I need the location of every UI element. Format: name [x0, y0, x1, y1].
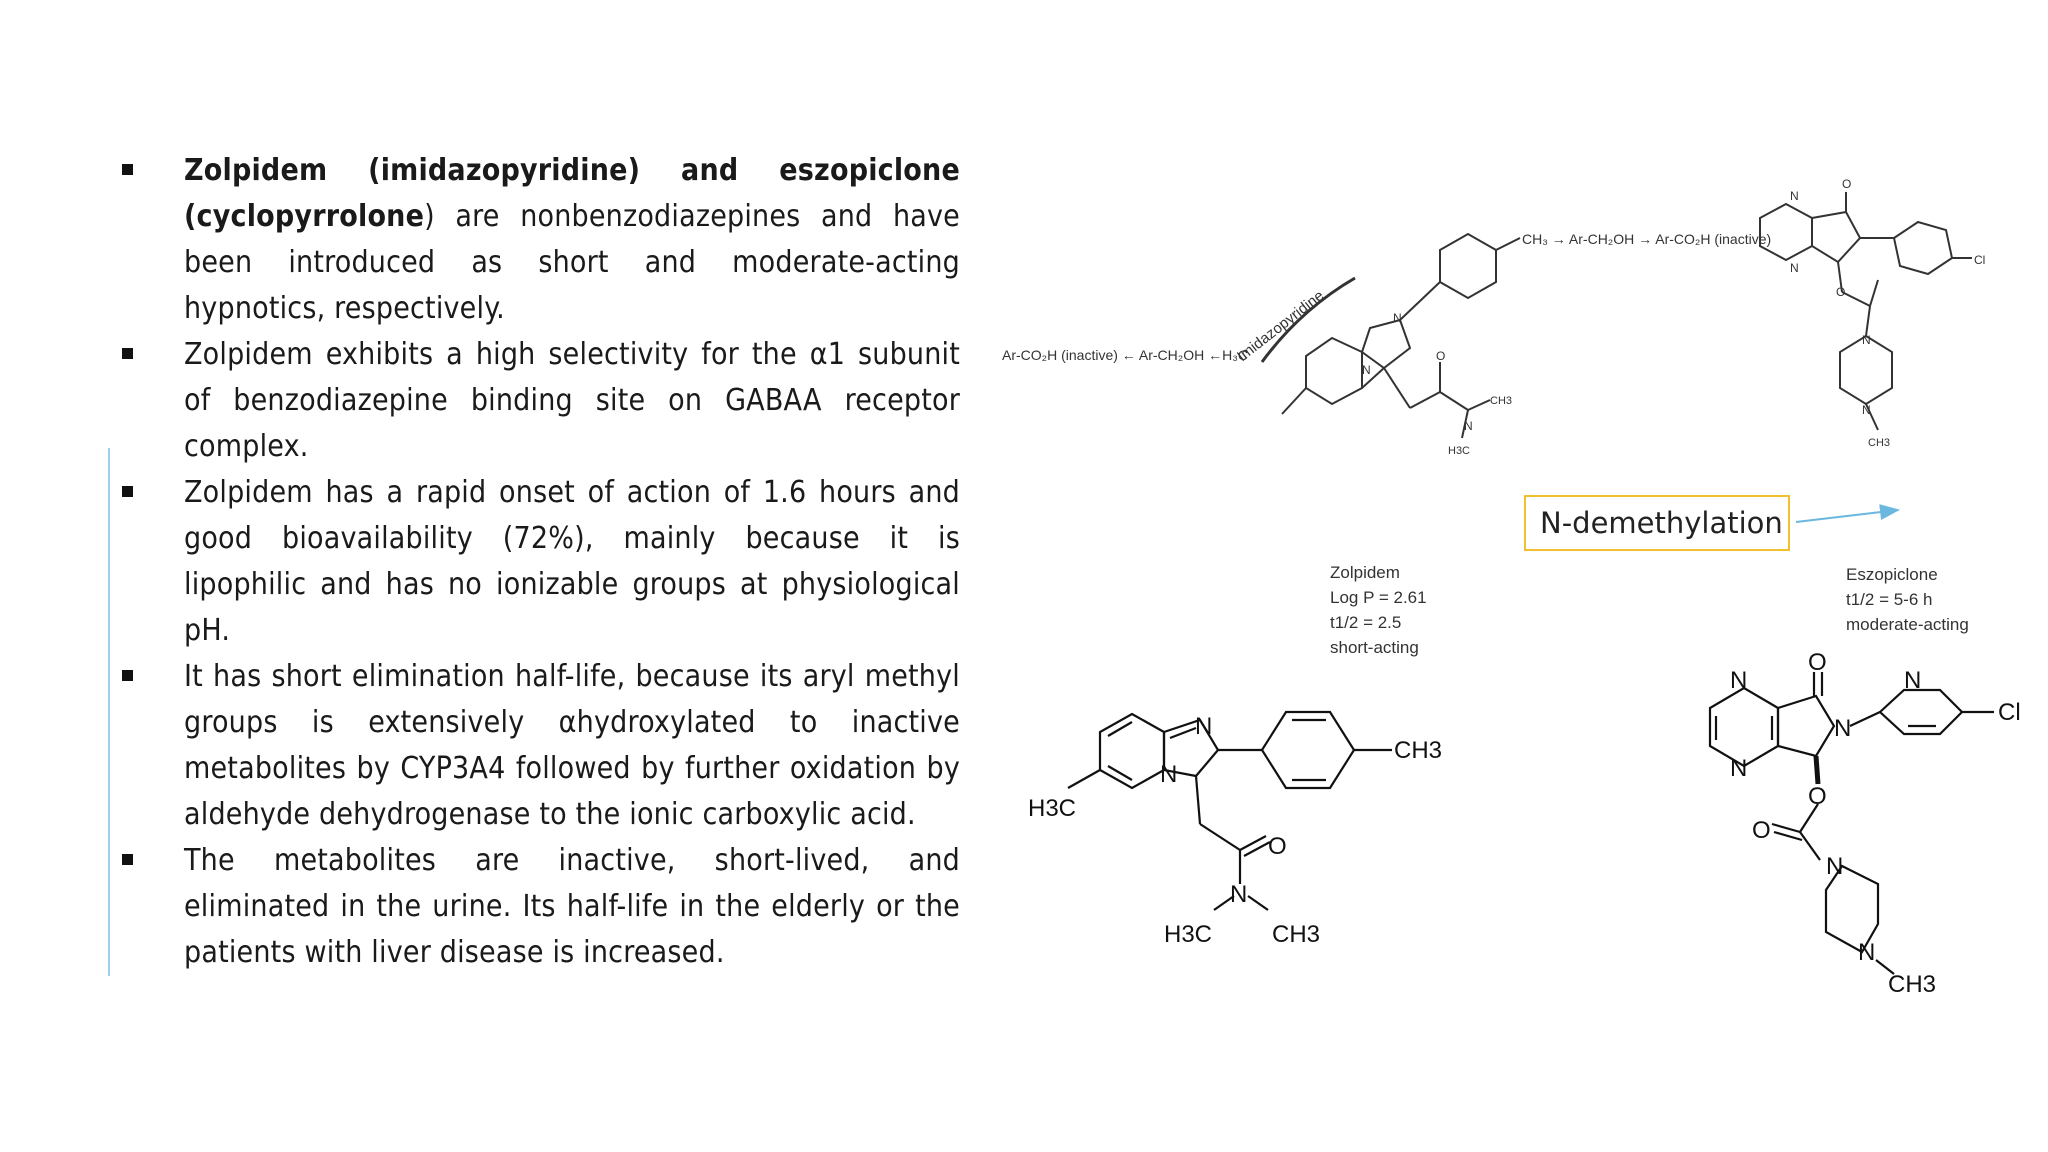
zolpidem-half-life: t1/2 = 2.5 — [1330, 613, 1401, 632]
bullet-item: It has short elimination half-life, beca… — [118, 654, 960, 838]
atom-label-n: N — [1862, 333, 1871, 347]
atom-label-n: N — [1834, 715, 1851, 742]
top-zolpidem-structure — [1260, 232, 1521, 439]
eszopiclone-name: Eszopiclone — [1846, 565, 1938, 584]
bullet-text: The metabolites are inactive, short-live… — [184, 843, 960, 970]
structure-figure: Imidazopyridine CH₃ → Ar-CH₂OH → Ar-CO₂H… — [1000, 160, 2048, 1020]
top-eszopiclone-structure — [1759, 192, 1972, 431]
bullet-square-icon — [122, 348, 133, 359]
atom-label-ch3: CH3 — [1272, 921, 1320, 948]
atom-label-o: O — [1842, 177, 1851, 191]
n-demethylation-arrow — [1795, 504, 1900, 523]
atom-label-h3c: H3C — [1164, 921, 1212, 948]
zolpidem-name: Zolpidem — [1330, 563, 1400, 582]
atom-label-n: N — [1826, 853, 1843, 880]
atom-label-n: N — [1160, 761, 1177, 788]
bullet-text: Zolpidem has a rapid onset of action of … — [184, 475, 960, 648]
bullet-square-icon — [122, 670, 133, 681]
eszopiclone-duration: moderate-acting — [1846, 615, 1969, 634]
accent-line — [108, 448, 110, 976]
atom-label-cl: Cl — [1998, 699, 2021, 726]
atom-label-o: O — [1808, 783, 1827, 810]
atom-label-n: N — [1464, 419, 1473, 433]
bullet-item: Zolpidem exhibits a high selectivity for… — [118, 332, 960, 470]
atom-label-o: O — [1752, 817, 1771, 844]
top-zolpidem-caption: Zolpidem Log P = 2.61 t1/2 = 2.5 short-a… — [1330, 563, 1427, 657]
n-demethylation-callout: N-demethylation — [1524, 495, 1790, 551]
atom-label-n: N — [1904, 667, 1921, 694]
bullet-square-icon — [122, 486, 133, 497]
bullet-square-icon — [122, 164, 133, 175]
atom-label-o: O — [1808, 649, 1827, 676]
chemical-structures-diagram: Imidazopyridine CH₃ → Ar-CH₂OH → Ar-CO₂H… — [1002, 177, 2021, 998]
atom-label-h3c: H3C — [1448, 445, 1470, 457]
atom-label-cl: Cl — [1974, 253, 1985, 267]
atom-label-n: N — [1730, 667, 1747, 694]
atom-label-n: N — [1862, 403, 1871, 417]
atom-label-n: N — [1790, 189, 1799, 203]
bullet-item: The metabolites are inactive, short-live… — [118, 838, 960, 976]
atom-label-n: N — [1790, 261, 1799, 275]
atom-label-n: N — [1393, 311, 1402, 325]
atom-label-ch3: CH3 — [1888, 971, 1936, 998]
zolpidem-duration: short-acting — [1330, 638, 1419, 657]
atom-label-ch3: CH3 — [1868, 437, 1890, 449]
atom-label-n: N — [1362, 363, 1371, 377]
atom-label-o: O — [1836, 285, 1845, 299]
eszopiclone-half-life: t1/2 = 5-6 h — [1846, 590, 1932, 609]
atom-label-ch3: CH3 — [1490, 395, 1512, 407]
atom-label-n: N — [1730, 755, 1747, 782]
bullet-bold-text: Zolpidem (imidazopyridine) and eszopiclo… — [184, 153, 960, 234]
bullet-item: Zolpidem (imidazopyridine) and eszopiclo… — [118, 148, 960, 332]
bullet-text: Zolpidem exhibits a high selectivity for… — [184, 337, 960, 464]
atom-label-o: O — [1436, 349, 1445, 363]
top-eszopiclone-caption: Eszopiclone t1/2 = 5-6 h moderate-acting — [1846, 565, 1969, 634]
bullet-square-icon — [122, 854, 133, 865]
top-metabolism-right: CH₃ → Ar-CH₂OH → Ar-CO₂H (inactive) — [1522, 231, 1771, 247]
top-metabolism-left: Ar-CO₂H (inactive) ← Ar-CH₂OH ←H₃C — [1002, 347, 1248, 363]
atom-label-ch3: CH3 — [1394, 737, 1442, 764]
bullet-item: Zolpidem has a rapid onset of action of … — [118, 470, 960, 654]
bullet-list: Zolpidem (imidazopyridine) and eszopiclo… — [118, 148, 960, 976]
atom-label-o: O — [1268, 833, 1287, 860]
atom-label-n: N — [1230, 881, 1247, 908]
bottom-eszopiclone-structure — [1708, 672, 1994, 975]
bullet-text: ) are nonbenzodiazepines and have been i… — [184, 199, 960, 326]
atom-label-n: N — [1858, 939, 1875, 966]
atom-label-n: N — [1195, 713, 1212, 740]
bottom-zolpidem-structure — [1067, 710, 1392, 911]
zolpidem-logp: Log P = 2.61 — [1330, 588, 1427, 607]
bullet-text: It has short elimination half-life, beca… — [184, 659, 960, 832]
atom-label-h3c: H3C — [1028, 795, 1076, 822]
